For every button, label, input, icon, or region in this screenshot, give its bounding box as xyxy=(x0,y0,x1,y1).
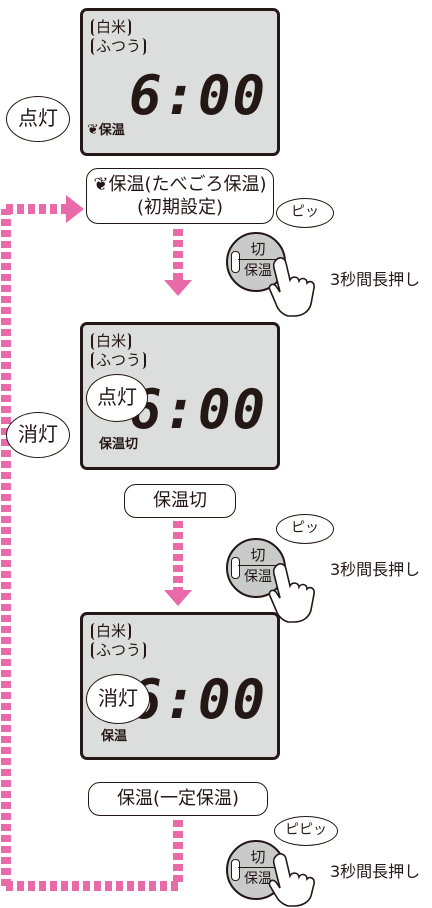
keep-warm-off-indicator: 保温切 xyxy=(99,437,139,452)
down-arrowhead-1 xyxy=(164,280,192,296)
beep-bubble-3: ピピッ xyxy=(274,816,338,846)
keep-warm-indicator: 保温 xyxy=(101,729,128,744)
callout-unlit: 消灯 xyxy=(6,412,70,458)
down-arrowhead-2 xyxy=(164,590,192,606)
callout-lit: 点灯 xyxy=(6,96,70,142)
keep-warm-indicator: ❦保温 xyxy=(87,122,125,138)
pointing-hand-icon xyxy=(268,563,315,623)
callout-lit: 点灯 xyxy=(86,374,148,422)
keep-warm-off-button-1[interactable]: 切 保温 xyxy=(226,232,286,292)
mode-label-1: ❦保温(たべごろ保温) (初期設定) xyxy=(86,168,274,224)
pointing-hand-icon xyxy=(268,853,315,907)
hold-instruction-3: 3秒間長押し xyxy=(330,862,421,881)
mode-normal: ふつう xyxy=(91,352,147,369)
mode-rice: 白米 xyxy=(91,19,132,36)
beep-bubble-1: ピッ xyxy=(276,198,334,228)
hold-instruction-2: 3秒間長押し xyxy=(330,560,421,579)
mode-label-2: 保温切 xyxy=(124,484,236,518)
mode-normal: ふつう xyxy=(91,38,147,55)
lcd-screen-2: 白米 ふつう 保温切 6:00 xyxy=(80,322,280,470)
time-display: 6:00 xyxy=(128,668,267,731)
hold-instruction-1: 3秒間長押し xyxy=(330,270,421,289)
leaf-icon: ❦ xyxy=(93,174,109,195)
pointing-hand-icon xyxy=(268,257,315,317)
time-display: 6:00 xyxy=(128,378,267,441)
mode-label-3: 保温(一定保温) xyxy=(88,782,268,816)
beep-bubble-2: ピッ xyxy=(276,514,334,544)
mode-normal: ふつう xyxy=(91,642,147,659)
time-display: 6:00 xyxy=(128,64,267,127)
lcd-screen-3: 白米 ふつう 保温 6:00 xyxy=(80,612,280,760)
loop-arrowhead xyxy=(66,195,84,223)
mode-rice: 白米 xyxy=(91,333,132,350)
leaf-icon: ❦ xyxy=(87,122,99,138)
lcd-screen-1: 白米 ふつう ❦保温 6:00 xyxy=(80,8,280,156)
callout-unlit: 消灯 xyxy=(86,674,150,724)
mode-rice: 白米 xyxy=(91,623,132,640)
